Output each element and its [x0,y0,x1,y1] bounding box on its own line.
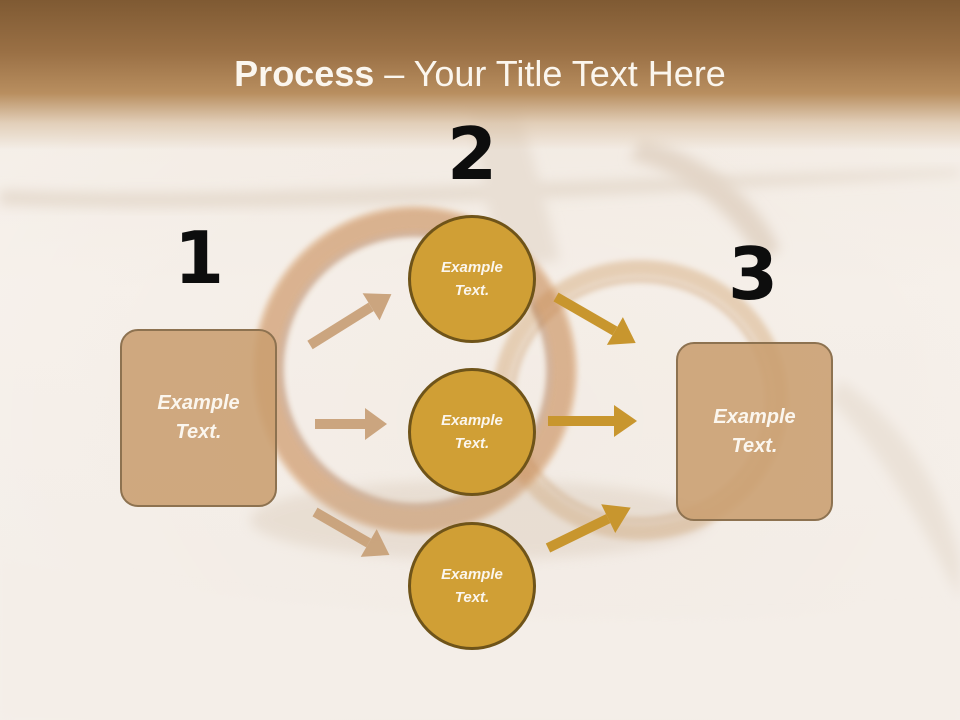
title-rest: – Your Title Text Here [374,53,726,94]
step-2-circle-middle[interactable]: Example Text. [408,368,536,496]
step-3-box[interactable]: Example Text. [676,342,833,521]
step-2-circle-bottom[interactable]: Example Text. [408,522,536,650]
step-number-2: 2 [446,112,498,196]
title-strong: Process [234,53,375,94]
step-number-1: 1 [173,216,225,300]
slide-title[interactable]: Process – Your Title Text Here [0,52,960,96]
step-1-box[interactable]: Example Text. [120,329,277,507]
arrow-right-middle [548,405,637,437]
circle-top-label: Example Text. [441,259,503,299]
arrow-right-up [545,504,631,553]
step-3-label: Example Text. [713,405,796,457]
arrow-left-up [307,293,392,350]
arrow-right-down [553,292,636,345]
step-number-3: 3 [727,232,779,316]
arrow-left-middle [315,408,387,440]
step-1-label: Example Text. [157,392,240,443]
circle-bottom-label: Example Text. [441,566,503,606]
circle-middle-label: Example Text. [441,412,503,452]
title-bar [0,0,960,150]
arrow-left-down [312,507,390,557]
step-2-circle-top[interactable]: Example Text. [408,215,536,343]
